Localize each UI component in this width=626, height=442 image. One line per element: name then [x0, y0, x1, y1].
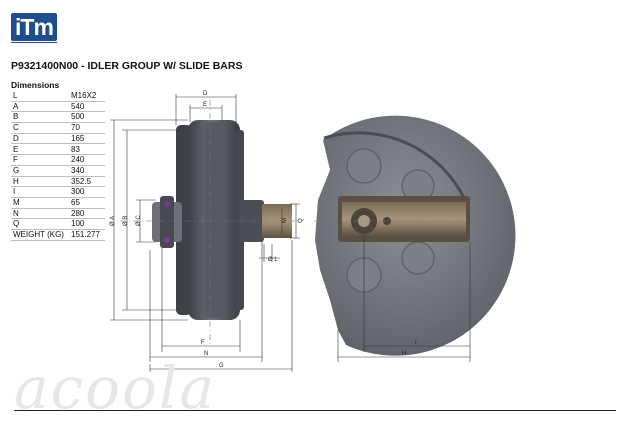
label-l: Ø L	[268, 257, 278, 263]
label-i: I	[415, 340, 417, 346]
label-m: M	[282, 218, 288, 223]
hub-bracket	[160, 196, 174, 248]
dimension-value: M16X2	[69, 91, 105, 102]
dimension-key: A	[11, 101, 69, 113]
dimension-value: 340	[69, 165, 105, 177]
dimension-value: 540	[69, 101, 105, 113]
drawing-label-group: D E Ø A Ø B Ø C Q M Ø L F N G I H	[110, 91, 417, 369]
dimension-key: E	[11, 143, 69, 156]
dimension-value: 65	[69, 197, 105, 209]
watermark-text: acoola	[14, 354, 217, 422]
dimension-value: 151.277	[69, 229, 105, 241]
front-dimension-lines	[337, 235, 471, 362]
dimensions-heading: Dimensions	[11, 80, 60, 90]
dimension-value: 300	[69, 186, 105, 198]
dimension-key: M	[11, 197, 69, 209]
dimension-key: G	[11, 165, 69, 177]
dimension-value: 165	[69, 133, 105, 145]
logo-badge	[11, 13, 57, 41]
dimension-key: N	[11, 208, 69, 220]
dimension-key: F	[11, 154, 69, 166]
label-d: D	[203, 91, 208, 97]
dimension-key: H	[11, 176, 69, 188]
bolt-top	[164, 201, 170, 207]
dimension-value: 240	[69, 154, 105, 166]
dimension-key: D	[11, 133, 69, 145]
label-f: F	[201, 340, 205, 346]
dimension-value: 500	[69, 111, 105, 124]
label-a: Ø A	[110, 216, 116, 226]
dimension-value: 280	[69, 208, 105, 220]
dimension-value: 83	[69, 143, 105, 156]
dimension-key: Q	[11, 218, 69, 230]
front-rim-edge	[323, 131, 467, 201]
label-b: Ø B	[123, 216, 129, 226]
label-h: H	[402, 351, 406, 357]
logo-underline	[11, 42, 57, 46]
label-n: N	[204, 351, 208, 357]
itm-logo: iTm	[11, 13, 57, 47]
logo-text: iTm	[15, 14, 54, 40]
dimension-key: I	[11, 186, 69, 198]
side-view	[120, 100, 300, 345]
product-title: P9321400N00 - IDLER GROUP W/ SLIDE BARS	[11, 60, 243, 72]
bolt-bottom	[164, 237, 170, 243]
label-g: G	[219, 363, 224, 369]
lightening-hole-top	[346, 148, 382, 184]
dimension-row: WEIGHT (KG)151.277	[11, 229, 105, 241]
label-c: Ø C	[136, 215, 142, 226]
dimension-key: WEIGHT (KG)	[11, 229, 69, 241]
footer-rule	[14, 410, 616, 411]
bolt-hole-left	[383, 217, 391, 225]
label-q: Q	[298, 218, 304, 223]
front-axle	[358, 215, 370, 227]
wheel-groove	[205, 122, 225, 318]
label-e: E	[203, 102, 207, 108]
lightening-hole-right-bottom	[401, 241, 435, 275]
dimension-key: B	[11, 111, 69, 124]
side-dimension-lines	[110, 94, 300, 372]
front-view	[314, 115, 516, 356]
dimension-key: L	[11, 91, 69, 102]
dimension-value: 70	[69, 122, 105, 134]
dimension-value: 352.5	[69, 176, 105, 188]
dimension-value: 100	[69, 218, 105, 230]
dimension-key: C	[11, 122, 69, 134]
